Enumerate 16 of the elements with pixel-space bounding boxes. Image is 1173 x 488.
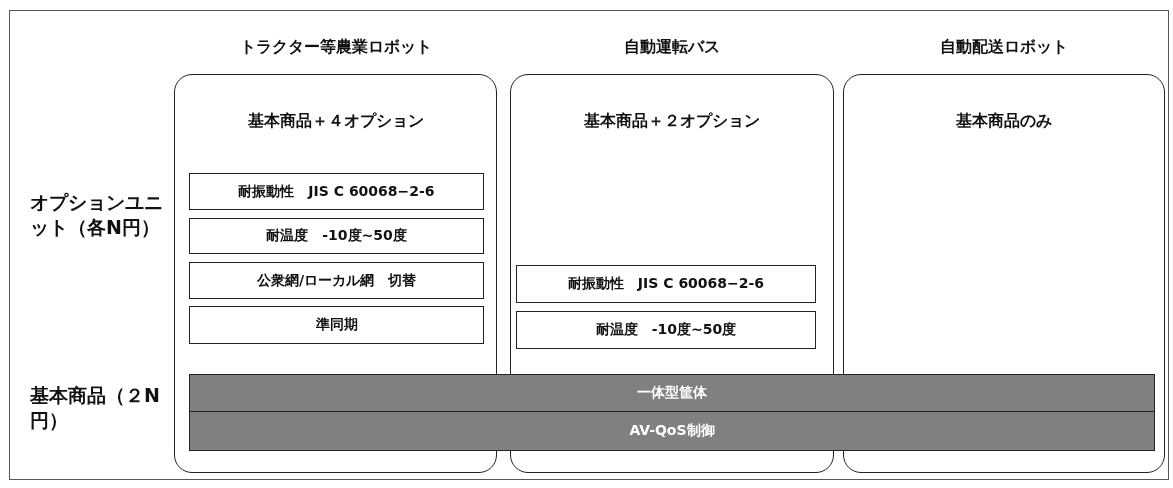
column-heading: 自動配送ロボット	[939, 37, 1069, 58]
row-label: オプションユニット（各N円）	[30, 190, 164, 240]
base-product-bar: AV-QoS制御	[189, 411, 1155, 451]
column-subheading: 基本商品＋４オプション	[246, 111, 425, 132]
column-subheading: 基本商品のみ	[955, 111, 1053, 132]
base-product-bar: 一体型筐体	[189, 374, 1155, 412]
column-heading: トラクター等農業ロボット	[238, 37, 433, 58]
row-label: 基本商品（２N円）	[30, 383, 161, 433]
option-box: 耐温度 -10度~50度	[516, 311, 816, 349]
option-box: 準同期	[189, 306, 484, 344]
option-box: 耐温度 -10度~50度	[189, 218, 484, 254]
option-box: 耐振動性 JIS C 60068−2-6	[516, 265, 816, 303]
option-box: 耐振動性 JIS C 60068−2-6	[189, 173, 484, 210]
option-box: 公衆網/ローカル網 切替	[189, 262, 484, 299]
column-subheading: 基本商品＋２オプション	[583, 111, 761, 132]
column-heading: 自動運転バス	[623, 37, 721, 58]
